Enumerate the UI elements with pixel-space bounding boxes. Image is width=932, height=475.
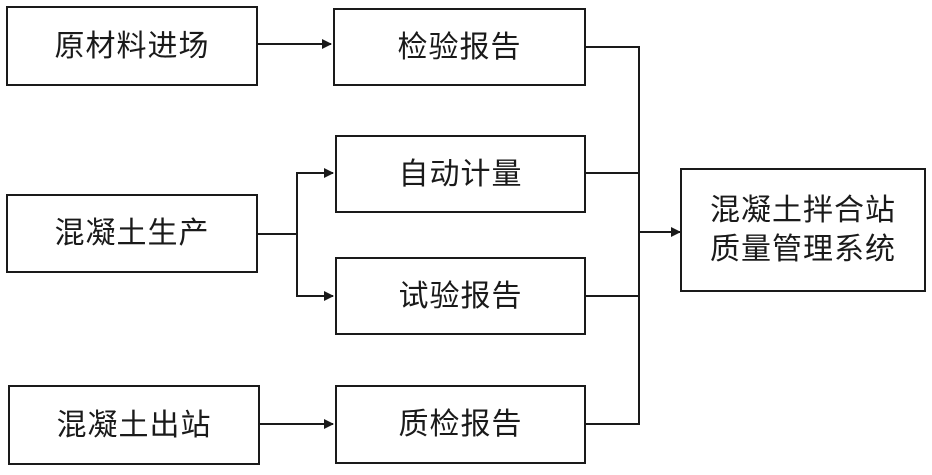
node-test-report-label: 试验报告 [398, 278, 523, 314]
node-concrete-dispatch: 混凝土出站 [8, 385, 260, 465]
node-quality-check-report-label: 质检报告 [398, 407, 523, 442]
node-raw-material-entry: 原材料进场 [6, 6, 258, 86]
node-inspection-report: 检验报告 [333, 8, 586, 86]
node-test-report: 试验报告 [335, 257, 586, 335]
node-inspection-report-label: 检验报告 [397, 29, 522, 65]
node-raw-material-entry-label: 原材料进场 [54, 28, 210, 64]
system-title-line-1: 混凝土拌合站 [710, 193, 896, 228]
system-title-line-2: 质量管理系统 [710, 232, 896, 267]
node-concrete-dispatch-label: 混凝土出站 [56, 407, 212, 443]
node-auto-metering-label: 自动计量 [398, 156, 523, 192]
node-auto-metering: 自动计量 [335, 135, 586, 213]
node-quality-management-system: 混凝土拌合站 质量管理系统 [680, 168, 926, 292]
node-concrete-production-label: 混凝土生产 [54, 216, 210, 251]
node-quality-check-report: 质检报告 [335, 385, 586, 464]
node-concrete-production: 混凝土生产 [6, 194, 258, 273]
